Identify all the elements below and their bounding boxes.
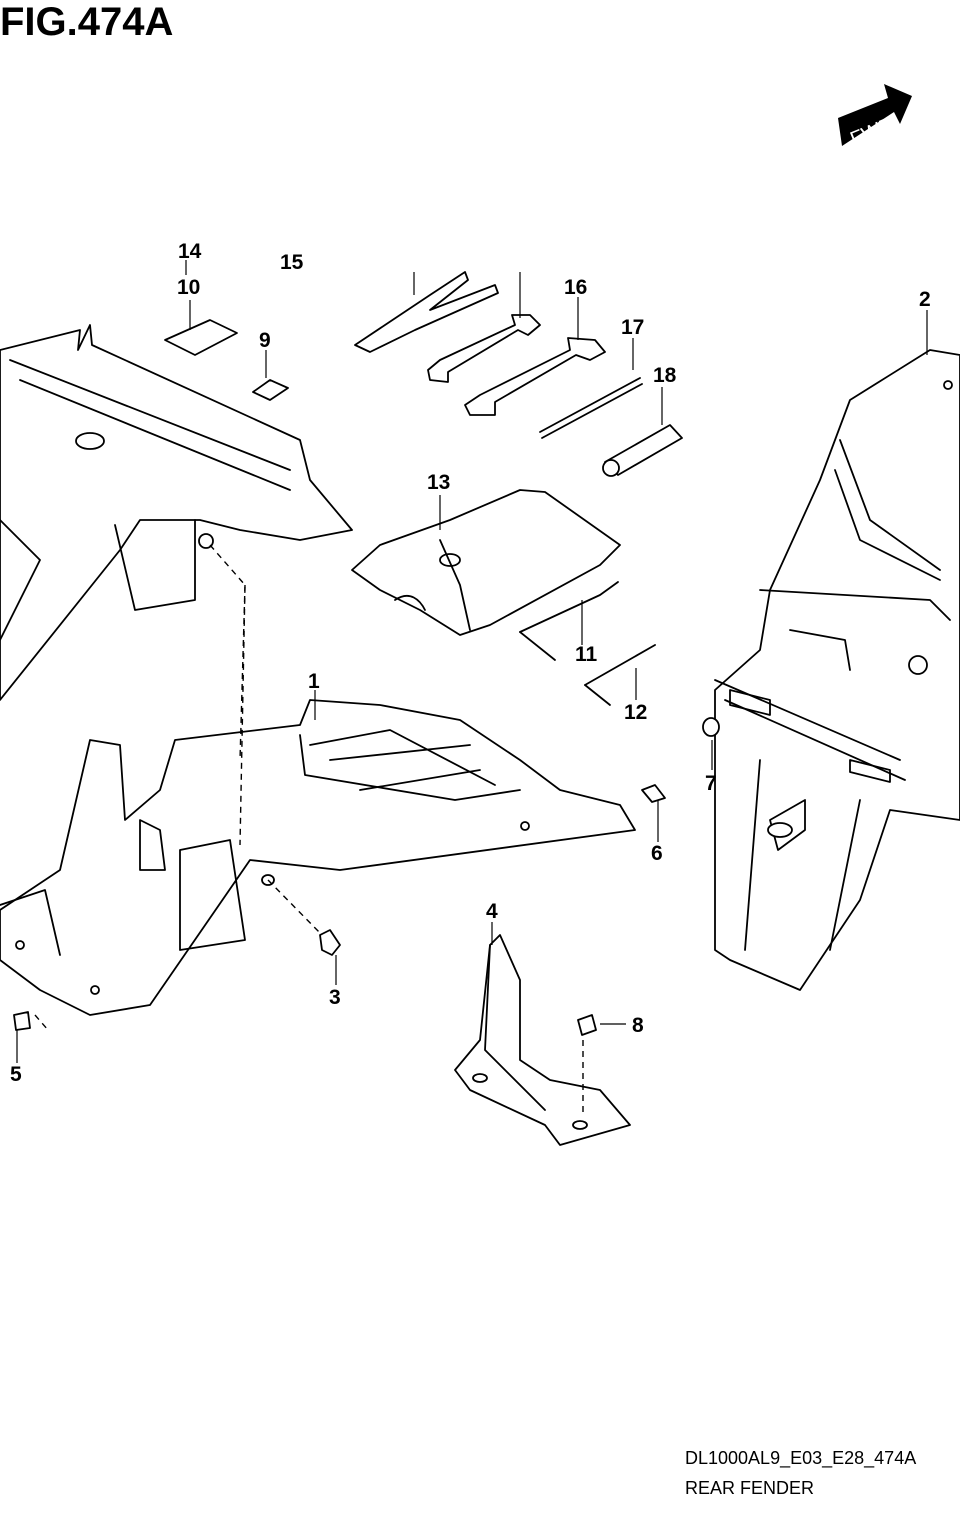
figure-title: FIG.474A	[0, 0, 174, 44]
diagram-name: REAR FENDER	[685, 1478, 815, 1498]
bracket-drawing	[454, 934, 631, 1146]
callout-10: 10	[177, 276, 200, 299]
callout-7: 7	[705, 772, 717, 795]
callout-9: 9	[259, 329, 271, 352]
callout-13: 13	[427, 471, 450, 494]
tools-drawing	[354, 271, 683, 706]
callout-12: 12	[624, 701, 647, 724]
callout-17: 17	[621, 316, 644, 339]
leader-lines	[16, 260, 928, 1115]
seat-frame-drawing	[0, 324, 353, 701]
callout-11: 11	[575, 643, 598, 666]
callout-2: 2	[919, 288, 931, 311]
callout-16: 16	[564, 276, 587, 299]
fasteners-drawing	[13, 717, 793, 1036]
rear-fender-rear-drawing	[714, 349, 960, 991]
pads-drawing	[164, 319, 289, 401]
callout-numbers: 1 2 3 4 5 6 7 8 9 10 11 12 13 14 15 16 1…	[10, 240, 931, 1086]
callout-8: 8	[632, 1014, 644, 1037]
callout-18: 18	[653, 364, 677, 387]
diagram-code: DL1000AL9_E03_E28_474A	[685, 1448, 917, 1468]
callout-1: 1	[308, 670, 320, 693]
callout-4: 4	[486, 900, 498, 923]
callout-6: 6	[651, 842, 663, 865]
callout-5: 5	[10, 1063, 22, 1086]
callout-15: 15	[280, 251, 304, 274]
tool-bag-drawing	[351, 489, 621, 636]
callout-3: 3	[329, 986, 341, 1009]
rear-fender-lower-drawing	[0, 699, 636, 1016]
callout-14: 14	[178, 240, 202, 263]
fwd-arrow-icon: FWD	[838, 84, 912, 151]
